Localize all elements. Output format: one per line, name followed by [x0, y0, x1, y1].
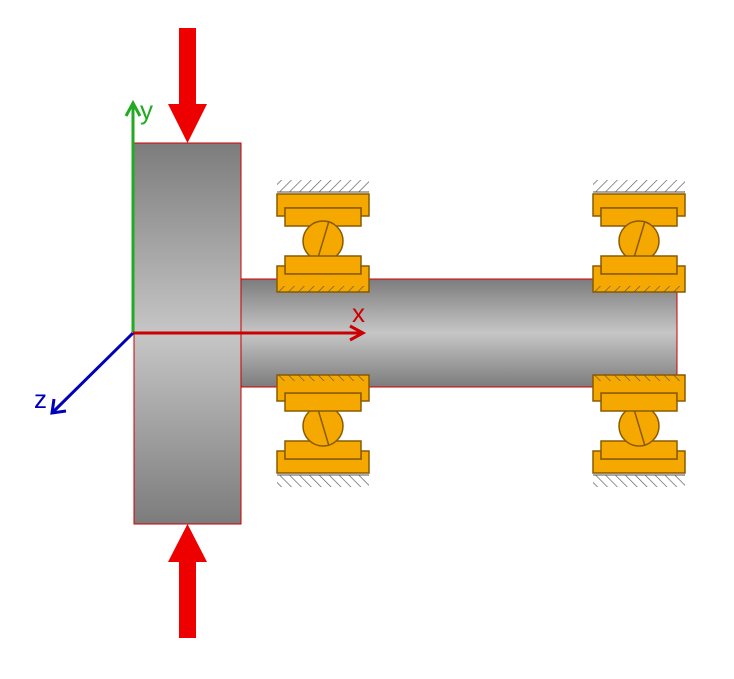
force-arrow-down-icon [168, 28, 207, 143]
z-axis-label: z [34, 384, 47, 414]
x-axis-label: x [352, 298, 365, 328]
y-axis: y [124, 95, 153, 332]
bearing-left-bottom [276, 374, 370, 488]
z-axis: z [34, 331, 135, 415]
bearing-right-bottom [592, 374, 686, 488]
bearing-left-top [276, 179, 370, 293]
y-axis-label: y [140, 95, 153, 125]
bearing-right-top [592, 179, 686, 293]
force-arrow-up-icon [168, 524, 207, 638]
x-axis: x [133, 298, 367, 342]
